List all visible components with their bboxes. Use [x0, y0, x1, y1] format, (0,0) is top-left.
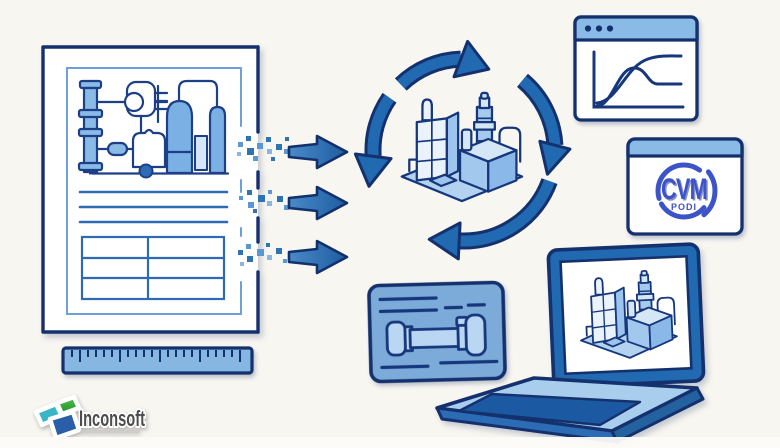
document-inner-border	[66, 67, 242, 315]
engineering-document	[41, 45, 260, 334]
ruler-icon	[61, 346, 254, 375]
laptop-keyboard	[457, 392, 642, 427]
inconsoft-logo-icon	[33, 394, 82, 441]
card-text-lines	[378, 296, 499, 370]
flow-arrow-1	[287, 134, 349, 170]
brand-name: Inconsoft	[79, 406, 145, 431]
pid-drawing-icon	[77, 79, 230, 179]
process-cycle-arrows	[353, 39, 572, 261]
trend-chart-window	[573, 15, 699, 122]
cvm-title-shadow: CVM	[663, 175, 709, 208]
cycle-arrowhead-bottom	[427, 221, 462, 261]
ruler-ticks	[71, 350, 241, 362]
document-outer-border	[41, 45, 260, 334]
flow-arrow-2	[287, 185, 349, 221]
cvm-subtitle: PODI	[671, 202, 697, 212]
cycle-arrowhead-right	[538, 139, 572, 176]
cvm-badge-window: CVM CVM PODI	[626, 137, 744, 236]
line-chart-icon	[592, 50, 685, 109]
cvm-title: CVM	[661, 173, 707, 206]
data-particles	[237, 136, 289, 266]
flow-arrows	[287, 134, 349, 275]
brand-logo: Inconsoft	[33, 394, 147, 441]
pipe-spool-card	[367, 280, 507, 384]
brand-tagline-smudge	[80, 430, 140, 433]
bottom-strip	[0, 437, 780, 448]
cycle-arrowhead-left	[353, 152, 393, 188]
badge-titlebar	[626, 137, 744, 158]
pipe-icon	[385, 313, 487, 357]
titlebar-dots-icon	[584, 25, 614, 32]
laptop-icon	[435, 242, 706, 444]
window-titlebar	[573, 15, 699, 42]
document-text-lines	[78, 190, 229, 224]
cycle-arrowhead-top	[452, 39, 491, 79]
cvm-logo-icon: CVM CVM PODI	[655, 162, 718, 220]
document-table	[80, 235, 226, 301]
flow-arrow-3	[287, 239, 349, 275]
